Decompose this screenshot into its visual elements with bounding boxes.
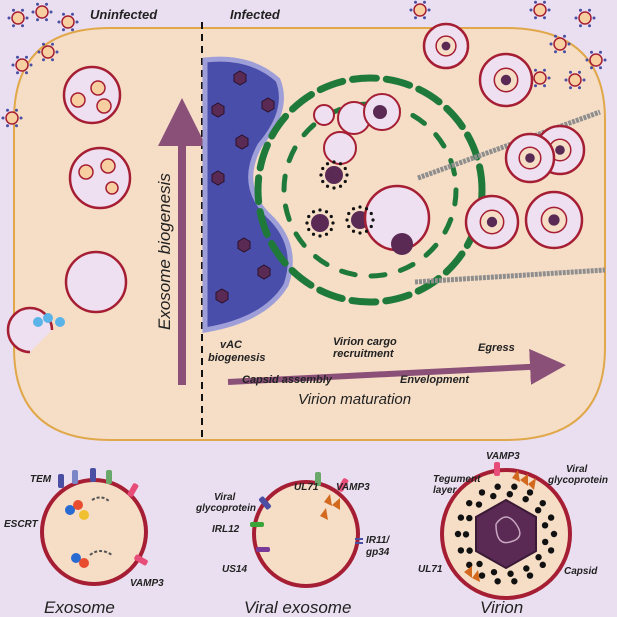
legend-virion-capsid: Capsid bbox=[564, 566, 598, 577]
legend-virion-gp-1: Viral bbox=[566, 464, 588, 475]
legend-virion-title: Virion bbox=[480, 598, 523, 617]
legend-exosome-vamp3: VAMP3 bbox=[130, 578, 164, 589]
legend-viral-gp-1: Viral bbox=[214, 492, 236, 503]
egress-mvbs bbox=[422, 22, 586, 250]
legend-viral-exosome-title: Viral exosome bbox=[244, 598, 351, 617]
legend-virion-tegument-1: Tegument bbox=[433, 474, 481, 485]
inner-vesicles bbox=[311, 93, 431, 255]
endosome-bottom bbox=[64, 250, 128, 314]
tegument-dots bbox=[305, 160, 375, 238]
exosome-biogenesis-label: Exosome biogenesis bbox=[155, 173, 174, 330]
virion-cargo-label-2: recruitment bbox=[333, 348, 395, 360]
vac-capsids bbox=[211, 70, 275, 304]
legend-viral-exosome bbox=[250, 472, 363, 588]
mvb-middle bbox=[68, 146, 132, 210]
legend-virion bbox=[440, 462, 572, 600]
virion-maturation-arrow bbox=[227, 348, 566, 385]
legend-virion-tegument-2: layer bbox=[433, 485, 457, 496]
microtubule-lower bbox=[414, 267, 606, 285]
tegument-layer bbox=[454, 483, 558, 585]
legend-exosome bbox=[40, 468, 148, 586]
vac-biogenesis-label-2: biogenesis bbox=[208, 352, 265, 364]
capsid-hexagon bbox=[475, 498, 537, 570]
header-uninfected: Uninfected bbox=[90, 7, 158, 22]
legend-virion-vamp3: VAMP3 bbox=[486, 451, 520, 462]
virion-maturation-label: Virion maturation bbox=[298, 391, 411, 408]
legend-viral-ir11-2: gp34 bbox=[365, 547, 390, 558]
legend-viral-vamp3: VAMP3 bbox=[336, 482, 370, 493]
legend-viral-ul71: UL71 bbox=[294, 482, 319, 493]
legend-exosome-tem: TEM bbox=[30, 474, 52, 485]
legend-exosome-title: Exosome bbox=[44, 598, 115, 617]
vac-biogenesis-label-1: vAC bbox=[220, 339, 243, 351]
mvb-top bbox=[62, 65, 122, 125]
legend-viral-gp-2: glycoprotein bbox=[195, 503, 256, 514]
legend-viral-irl12: IRL12 bbox=[212, 524, 240, 535]
legend-viral-ir11-1: IR11/ bbox=[366, 535, 390, 546]
legend-exosome-escrt: ESCRT bbox=[4, 519, 39, 530]
budding-exosome bbox=[6, 306, 65, 354]
header-infected: Infected bbox=[230, 7, 281, 22]
egress-label: Egress bbox=[478, 342, 515, 354]
envelopment-label: Envelopment bbox=[400, 374, 470, 386]
legend-virion-ul71: UL71 bbox=[418, 564, 443, 575]
virion-cargo-label-1: Virion cargo bbox=[333, 336, 397, 348]
vac-region bbox=[202, 56, 293, 333]
legend-viral-us14: US14 bbox=[222, 564, 247, 575]
legend-virion-gp-2: glycoprotein bbox=[547, 475, 608, 486]
capsid-assembly-label: Capsid assembly bbox=[242, 374, 333, 386]
